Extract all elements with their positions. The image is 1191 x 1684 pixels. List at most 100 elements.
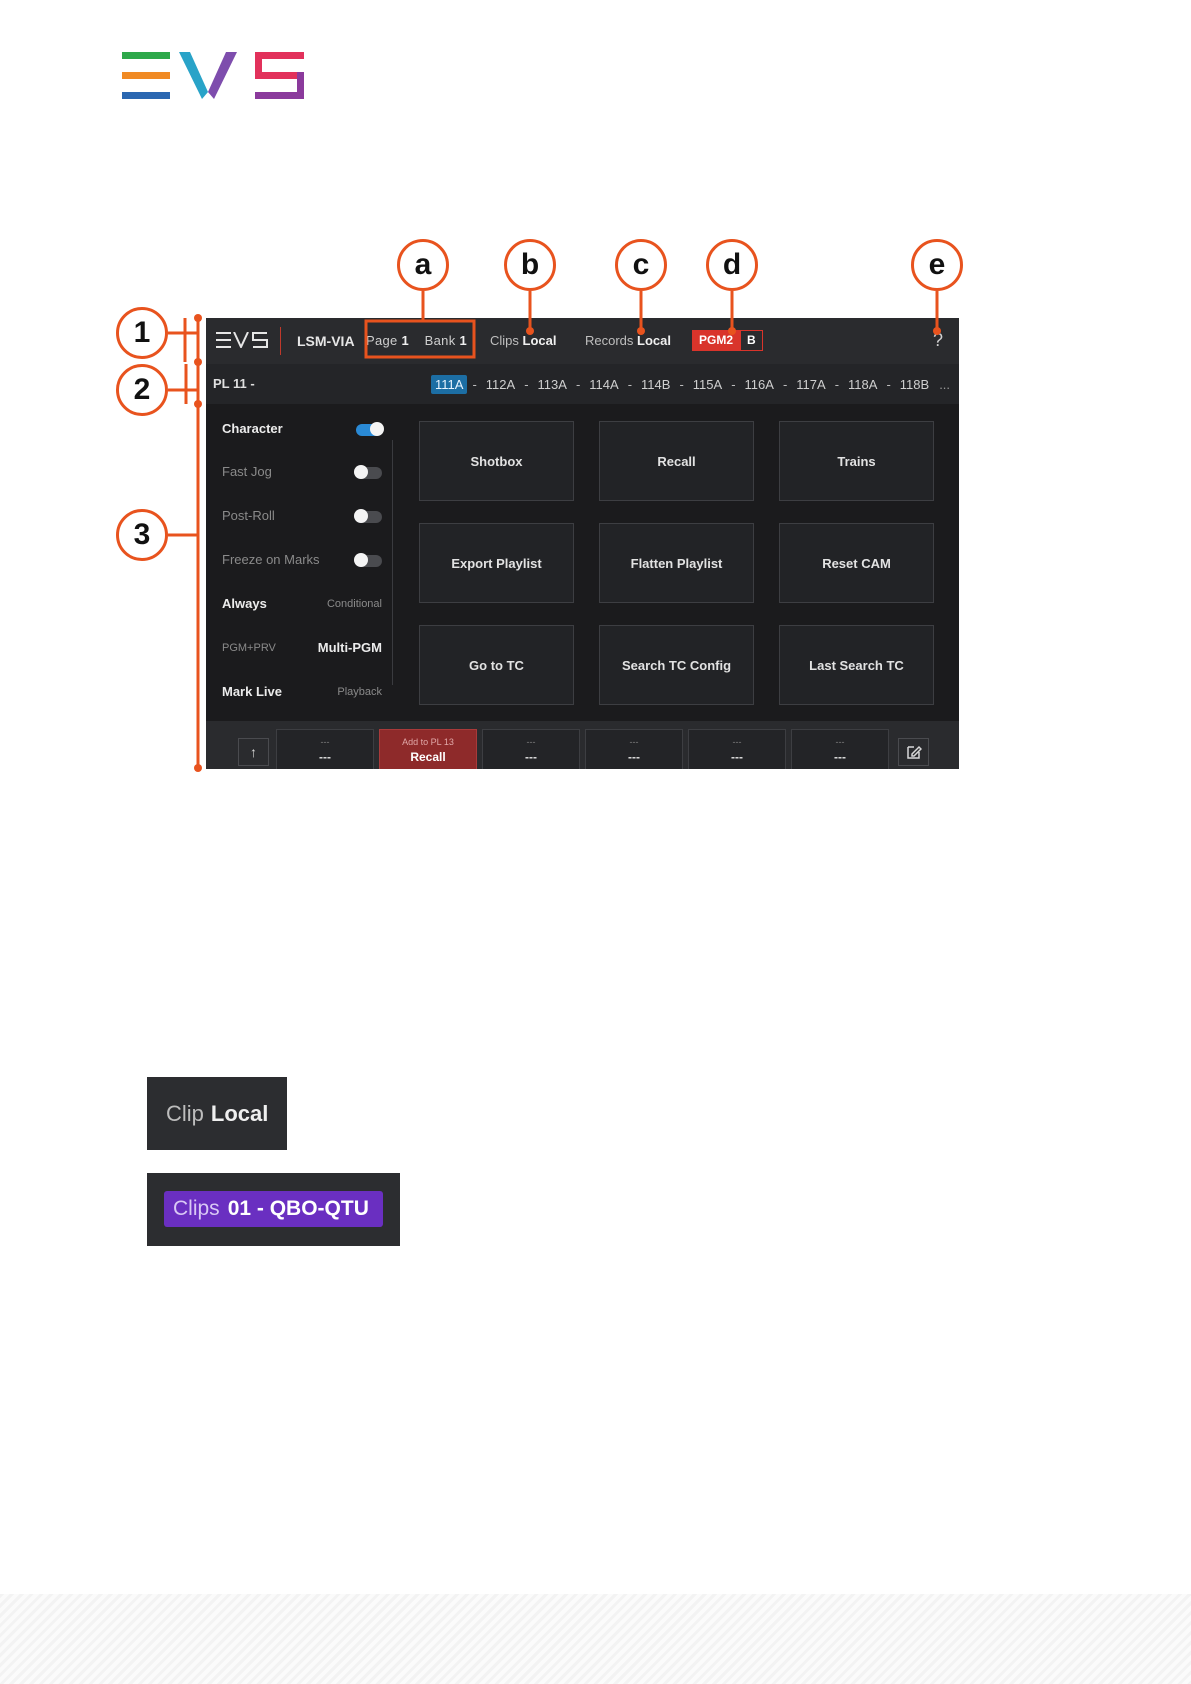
toggle-label: Freeze on Marks [222, 552, 320, 567]
playlist-separator: - [627, 376, 633, 392]
playlist-clip-item[interactable]: 114A [589, 376, 619, 392]
clips-remote-badge: Clips 01 - QBO-QTU [147, 1173, 400, 1246]
records-indicator[interactable]: Records Local [585, 333, 671, 348]
callout-1: 1 [116, 307, 168, 359]
settings-panel: Character Fast Jog Post-Roll Freeze on M… [206, 404, 396, 716]
playlist-separator: - [679, 376, 684, 392]
playlist-clip-item[interactable]: 113A [537, 376, 567, 392]
shortcut-slot[interactable]: --- --- [482, 729, 580, 769]
shortcut-slot[interactable]: --- --- [276, 729, 374, 769]
playlist-clip-item[interactable]: 114B [641, 376, 671, 392]
arrow-up-icon[interactable]: ↑ [238, 738, 269, 766]
export-playlist-button[interactable]: Export Playlist [419, 523, 574, 603]
page-footer-hatch [0, 1594, 1191, 1684]
choice-multi-pgm[interactable]: Multi-PGM [317, 640, 382, 655]
choice-conditional[interactable]: Conditional [326, 598, 382, 610]
toggle-character[interactable]: Character [222, 421, 384, 441]
clips-value: 01 - QBO-QTU [227, 1197, 369, 1220]
playlist-clip-item[interactable]: 111A [431, 374, 468, 394]
clip-label: Clip [166, 1100, 204, 1126]
callout-b: b [504, 239, 556, 291]
callout-e: e [911, 239, 963, 291]
page-bank-indicator[interactable]: Page 1 Bank 1 [366, 333, 467, 348]
playlist-clip-list: 111A-112A-113A-114A-114B-115A-116A-117A-… [431, 373, 950, 395]
go-to-tc-button[interactable]: Go to TC [419, 625, 574, 705]
help-icon[interactable]: ? [933, 330, 944, 350]
bank-label: Bank [424, 333, 456, 348]
slot-main-text: Recall [410, 750, 446, 764]
choice-always-conditional[interactable]: Always Conditional [222, 596, 382, 616]
choice-always[interactable]: Always [222, 596, 267, 611]
toggle-label: Character [222, 421, 283, 436]
playlist-more-indicator[interactable]: ... [939, 376, 951, 392]
toggle-post-roll[interactable]: Post-Roll [222, 508, 382, 528]
reset-cam-button[interactable]: Reset CAM [779, 523, 934, 603]
choice-mark-mode[interactable]: Mark Live Playback [222, 684, 382, 704]
top-bar: LSM-VIA Page 1 Bank 1 Clips Local Record… [206, 318, 959, 364]
top-bar-divider [280, 327, 281, 355]
toggle-switch-off-icon[interactable] [354, 509, 382, 523]
clip-value: Local [210, 1100, 269, 1126]
shortcut-slot[interactable]: --- --- [791, 729, 889, 769]
shortcut-slot[interactable]: --- --- [688, 729, 786, 769]
search-tc-config-button[interactable]: Search TC Config [599, 625, 754, 705]
clips-remote-pill: Clips 01 - QBO-QTU [164, 1191, 383, 1227]
slot-main-text: --- [731, 750, 743, 764]
trains-button[interactable]: Trains [779, 421, 934, 501]
toggle-switch-off-icon[interactable] [354, 553, 382, 567]
playlist-separator: - [731, 376, 736, 392]
playlist-clip-item[interactable]: 116A [744, 376, 774, 392]
last-search-tc-button[interactable]: Last Search TC [779, 625, 934, 705]
panel-divider [392, 440, 393, 685]
edit-icon[interactable] [898, 738, 929, 766]
slot-main-text: --- [834, 750, 846, 764]
choice-playback[interactable]: Playback [337, 686, 382, 698]
playlist-clip-item[interactable]: 117A [796, 376, 826, 392]
toggle-label: Post-Roll [222, 508, 275, 523]
pgm-badge[interactable]: PGM2 B [692, 330, 763, 351]
slot-top-text: --- [320, 737, 330, 747]
playlist-name: PL 11 - [213, 376, 255, 391]
records-label: Records [585, 333, 634, 348]
playlist-separator: - [575, 376, 581, 392]
playlist-separator: - [472, 376, 477, 392]
choice-mark-live[interactable]: Mark Live [222, 684, 282, 699]
evs-app-logo-icon[interactable] [216, 332, 268, 348]
clip-local-badge: Clip Local [147, 1077, 287, 1150]
choice-pgm-prv[interactable]: PGM+PRV [222, 642, 276, 654]
recall-button[interactable]: Recall [599, 421, 754, 501]
toggle-fast-jog[interactable]: Fast Jog [222, 464, 382, 484]
callout-3: 3 [116, 509, 168, 561]
shortcut-slot-add-to-pl[interactable]: Add to PL 13 Recall [379, 729, 477, 769]
toggle-switch-off-icon[interactable] [354, 465, 382, 479]
playlist-clip-item[interactable]: 118A [848, 376, 878, 392]
slot-top-text: --- [835, 737, 845, 747]
toggle-freeze-on-marks[interactable]: Freeze on Marks [222, 552, 382, 572]
page-label: Page [366, 333, 398, 348]
playlist-separator: - [886, 376, 891, 392]
slot-top-text: --- [629, 737, 639, 747]
app-name: LSM-VIA [297, 333, 355, 349]
slot-main-text: --- [319, 750, 331, 764]
slot-top-text: Add to PL 13 [402, 737, 454, 747]
function-button-grid: Shotbox Recall Trains Export Playlist Fl… [419, 421, 939, 705]
playlist-separator: - [524, 376, 529, 392]
playlist-clip-item[interactable]: 112A [485, 376, 516, 392]
slot-top-text: --- [526, 737, 536, 747]
toggle-label: Fast Jog [222, 464, 272, 479]
flatten-playlist-button[interactable]: Flatten Playlist [599, 523, 754, 603]
clips-label: Clips [173, 1197, 220, 1220]
playlist-separator: - [782, 376, 788, 392]
shortcut-slot[interactable]: --- --- [585, 729, 683, 769]
bank-value: 1 [459, 333, 467, 348]
slot-top-text: --- [732, 737, 742, 747]
bottom-bar: ↑ --- --- Add to PL 13 Recall --- --- --… [206, 721, 959, 769]
toggle-switch-on-icon[interactable] [356, 422, 384, 436]
clips-indicator[interactable]: Clips Local [490, 333, 557, 348]
choice-pgm-mode[interactable]: PGM+PRV Multi-PGM [222, 640, 382, 660]
playlist-clip-item[interactable]: 115A [692, 376, 723, 392]
shotbox-button[interactable]: Shotbox [419, 421, 574, 501]
callout-a: a [397, 239, 449, 291]
playlist-clip-item[interactable]: 118B [899, 376, 930, 392]
clips-label: Clips [490, 333, 519, 348]
